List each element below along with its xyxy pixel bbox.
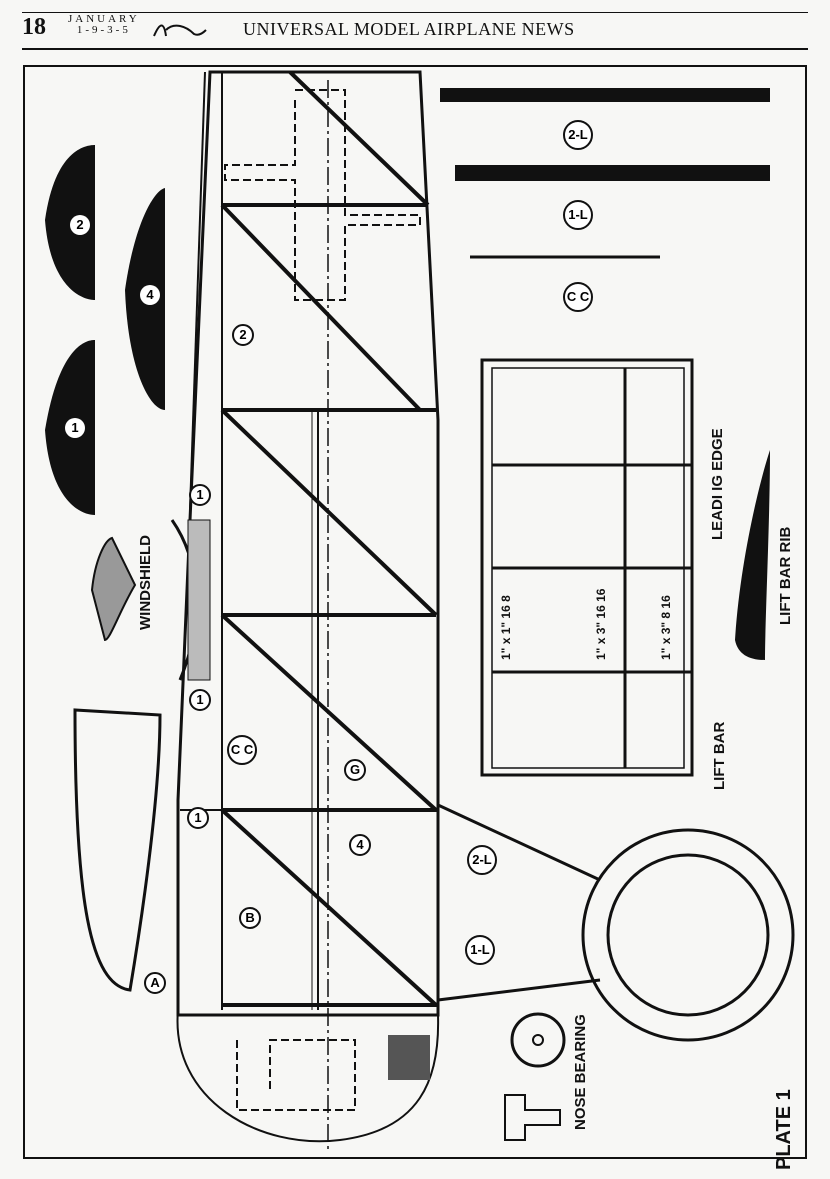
- callouts: 1 2 4 1 2 1 1 C C G 4 2-L 1-L B A 2-L 1-…: [65, 120, 593, 994]
- wheel-inner: [606, 853, 770, 1017]
- strut-2-l: [437, 803, 601, 882]
- callout-text-a: A: [150, 975, 160, 990]
- callout-text-1b: 1: [196, 692, 203, 707]
- callout-text-1: 1: [71, 420, 78, 435]
- callout-text-1l-a: 1-L: [470, 942, 490, 957]
- callout-cc-b: C C: [563, 282, 593, 312]
- callout-text-cc-b: C C: [567, 289, 590, 304]
- issue-month: JANUARY: [68, 13, 140, 25]
- plate-border: [23, 65, 807, 1159]
- nose-block-outline: [236, 1039, 356, 1111]
- callout-text-2: 2: [76, 217, 83, 232]
- strut-1-l: [437, 978, 601, 1002]
- label-plate-title: PLATE 1: [773, 1089, 795, 1170]
- callout-2-a: 2: [232, 324, 254, 346]
- callout-2l-b: 2-L: [563, 120, 593, 150]
- strut-part: [73, 708, 162, 992]
- label-nose-bearing: NOSE BEARING: [572, 1014, 589, 1130]
- header-rule-bottom: [22, 48, 808, 50]
- flourish-icon: [153, 24, 207, 37]
- callout-text-1a: 1: [196, 487, 203, 502]
- callout-text-1l-b: 1-L: [568, 207, 588, 222]
- callout-text-2a: 2: [239, 327, 246, 342]
- callout-text-g: G: [350, 762, 360, 777]
- page-number: 18: [22, 14, 46, 40]
- callout-1-a: 1: [189, 484, 211, 506]
- nose-bearing-part: [510, 1012, 566, 1068]
- rib-2: [45, 145, 95, 300]
- nose-hatch: [388, 1035, 430, 1080]
- callout-text-2l-a: 2-L: [472, 852, 492, 867]
- label-windshield: WINDSHIELD: [137, 535, 154, 630]
- dimension-3: 1" x 3" 8 16: [659, 595, 673, 660]
- issue-date: JANUARY 1-9-3-5: [68, 14, 140, 36]
- callout-text-4b: 4: [356, 837, 364, 852]
- callout-g: G: [344, 759, 366, 781]
- windshield-part: [90, 536, 137, 642]
- strip-2-l: [440, 88, 770, 102]
- callout-text-2l-b: 2-L: [568, 127, 588, 142]
- label-lift-bar: LIFT BAR: [711, 722, 728, 790]
- callout-2-rib: 2: [70, 215, 90, 235]
- label-lift-bar-rib: LIFT BAR RIB: [777, 527, 794, 625]
- callout-cc-a: C C: [227, 735, 257, 765]
- callout-text-4: 4: [146, 287, 154, 302]
- callout-text-1c: 1: [194, 810, 201, 825]
- cockpit-hatch: [187, 519, 211, 681]
- page-header: 18 JANUARY 1-9-3-5 UNIVERSAL MODEL AIRPL…: [0, 0, 830, 60]
- fuselage-side-view: [176, 70, 440, 1143]
- callout-1-b: 1: [189, 689, 211, 711]
- wheel-outer: [581, 828, 795, 1042]
- lift-bar-rib: [735, 450, 770, 660]
- insignia-outline: [224, 89, 421, 301]
- header-rule-top: [22, 12, 808, 13]
- publication-title: UNIVERSAL MODEL AIRPLANE NEWS: [243, 19, 575, 39]
- dimension-2: 1" x 3" 16 16: [594, 588, 608, 660]
- callout-1l-a: 1-L: [465, 935, 495, 965]
- strip-1-l: [455, 165, 770, 181]
- label-leading-edge: LEADI IG EDGE: [709, 428, 726, 540]
- callout-a: A: [144, 972, 166, 994]
- callout-text-cc-a: C C: [231, 742, 254, 757]
- callout-b: B: [239, 907, 261, 929]
- dimension-1: 1" x 1" 16 8: [499, 595, 513, 660]
- wing-panel: [480, 358, 694, 777]
- callout-4-rib: 4: [140, 285, 160, 305]
- callout-text-b: B: [245, 910, 254, 925]
- callout-1-rib: 1: [65, 418, 85, 438]
- issue-date-code: 1-9-3-5: [76, 24, 131, 36]
- callout-1-c: 1: [187, 807, 209, 829]
- callout-4-b: 4: [349, 834, 371, 856]
- callout-1l-b: 1-L: [563, 200, 593, 230]
- callout-2l-a: 2-L: [467, 845, 497, 875]
